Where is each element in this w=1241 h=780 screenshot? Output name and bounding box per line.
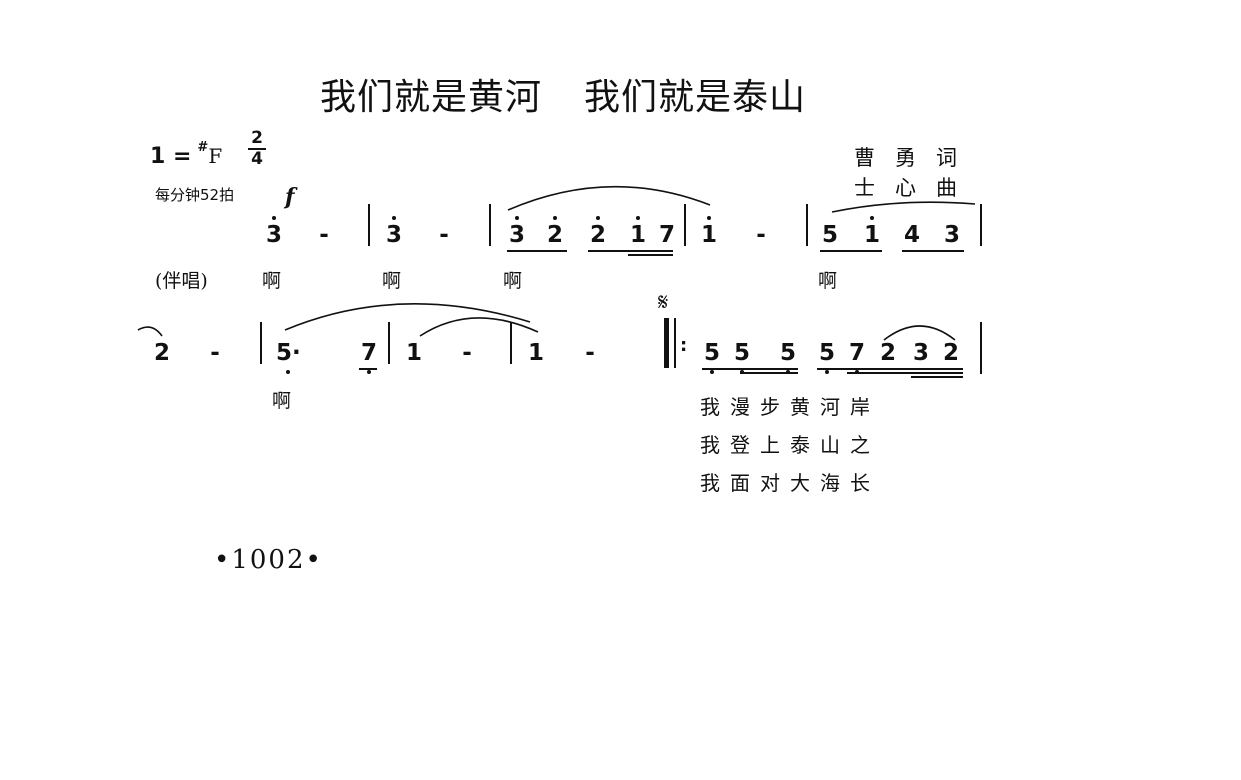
verse-1: 我漫步黄河岸	[700, 395, 880, 419]
note: 5	[821, 222, 838, 248]
dash: -	[756, 222, 766, 248]
note: 2	[153, 340, 170, 366]
key-signature: 1 = #F	[150, 140, 222, 169]
barline	[510, 322, 512, 364]
note: 3	[912, 340, 929, 366]
dash: -	[585, 340, 595, 366]
title-part-2: 我们就是泰山	[584, 77, 807, 118]
barline	[260, 322, 262, 364]
note: 2	[879, 340, 896, 366]
underline	[817, 368, 963, 370]
note: 3	[382, 216, 406, 248]
meter-bottom: 4	[251, 149, 263, 169]
lyric-syllable: 啊	[272, 390, 292, 412]
underline	[702, 368, 798, 370]
verse-2: 我登上泰山之	[700, 433, 880, 457]
tempo-marking: 每分钟52拍	[155, 186, 235, 204]
time-signature: 2 4	[248, 130, 266, 168]
note: 1	[626, 216, 650, 248]
title-part-1: 我们就是黄河	[320, 77, 543, 118]
underline	[628, 254, 673, 256]
note: 7	[658, 222, 675, 248]
underline	[911, 376, 963, 378]
underline	[588, 250, 673, 252]
meter-top: 2	[251, 128, 263, 148]
note: 2	[942, 340, 959, 366]
barline	[980, 322, 982, 374]
note: 4	[903, 222, 920, 248]
underline	[902, 250, 964, 252]
note: 1	[697, 216, 721, 248]
underline	[507, 250, 567, 252]
page-number: •1002•	[214, 545, 323, 575]
note: 5	[776, 340, 800, 374]
note: 1	[860, 216, 884, 248]
note: 3	[505, 216, 529, 248]
dash: -	[210, 340, 220, 366]
note: 7	[845, 340, 869, 374]
dash: -	[462, 340, 472, 366]
composer-credit: 士心曲	[854, 176, 977, 200]
underline	[847, 372, 963, 374]
lyricist-credit: 曹勇词	[854, 146, 977, 170]
note: 5	[700, 340, 724, 374]
underline	[359, 368, 377, 370]
key-one: 1	[150, 144, 166, 169]
note: 5	[815, 340, 839, 374]
lyric-syllable: 啊	[503, 270, 523, 292]
barline	[806, 204, 808, 246]
verse-3: 我面对大海长	[700, 471, 880, 495]
lyric-syllable: 啊	[262, 270, 282, 292]
song-title: 我们就是黄河我们就是泰山	[320, 68, 806, 120]
barline	[388, 322, 390, 364]
key-tonic: F	[208, 144, 223, 168]
note: 1	[527, 340, 544, 366]
barline	[684, 204, 686, 246]
dynamic-marking: f	[285, 184, 295, 210]
barline	[368, 204, 370, 246]
dash: -	[439, 222, 449, 248]
barline	[489, 204, 491, 246]
underline	[820, 250, 882, 252]
note: 3	[262, 216, 286, 248]
note: 1	[405, 340, 422, 366]
dash: -	[319, 222, 329, 248]
segno-sign: 𝄋	[658, 288, 669, 316]
repeat-thin-bar	[674, 318, 676, 368]
note: 2	[543, 216, 567, 248]
barline	[980, 204, 982, 246]
key-equals: =	[172, 144, 192, 169]
lyric-chorus-label: (伴唱)	[155, 270, 208, 292]
underline	[740, 372, 798, 374]
repeat-colon: :	[680, 335, 688, 356]
repeat-thick-bar	[664, 318, 669, 368]
note: 5·	[276, 340, 308, 374]
note: 5	[730, 340, 754, 374]
sharp-sign: #	[197, 140, 209, 155]
note: 7	[357, 340, 381, 374]
note: 2	[586, 216, 610, 248]
note: 3	[943, 222, 960, 248]
lyric-syllable: 啊	[818, 270, 838, 292]
lyric-syllable: 啊	[382, 270, 402, 292]
